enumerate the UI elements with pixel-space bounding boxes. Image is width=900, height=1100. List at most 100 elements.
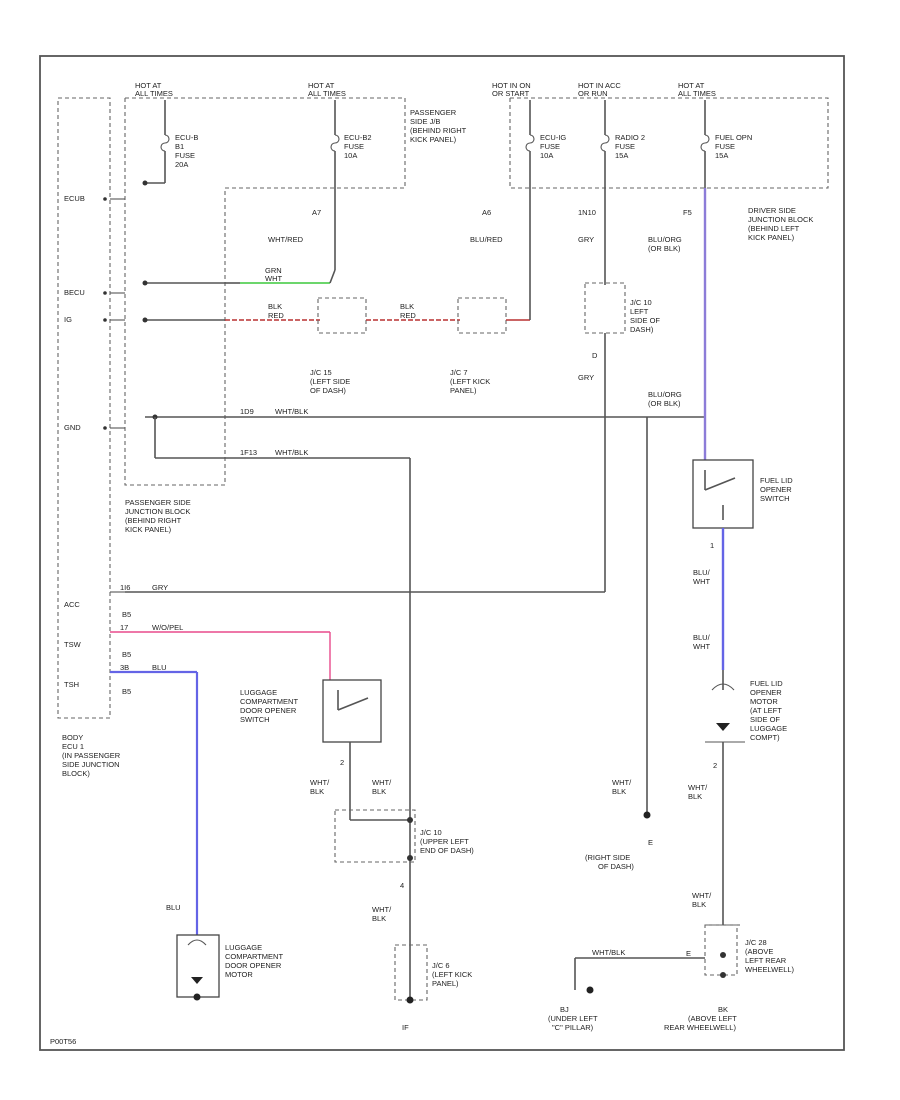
jc6 bbox=[394, 944, 428, 1004]
ecu-pin-acc: ACC bbox=[64, 600, 80, 609]
jc28-4: WHEELWELL) bbox=[745, 965, 795, 974]
wire-blu-red: BLU/RED bbox=[470, 235, 503, 244]
body-ecu-box bbox=[57, 97, 111, 719]
fuse5-a: FUEL OPN bbox=[715, 133, 752, 142]
wire-grn: GRN bbox=[265, 266, 282, 275]
wire-acc-color: GRY bbox=[152, 583, 168, 592]
wire-wht-red: WHT/RED bbox=[268, 235, 304, 244]
ground-bk-2: (ABOVE LEFT bbox=[688, 1014, 737, 1023]
wire-d: D bbox=[592, 351, 598, 360]
wire-whtblk-1b: BLK bbox=[310, 787, 324, 796]
pass-jb-top-2: SIDE J/B bbox=[410, 117, 440, 126]
ecu-n3: B5 bbox=[122, 687, 131, 696]
ground-bk-1: BK bbox=[718, 1005, 728, 1014]
jc15a-3: OF DASH) bbox=[310, 386, 346, 395]
wire-blu-wht-2b: WHT bbox=[693, 642, 710, 651]
wire-blu-wht-2a: BLU/ bbox=[693, 633, 711, 642]
ecu-pin-ig: IG bbox=[64, 315, 72, 324]
ground-bj-1: BJ bbox=[560, 1005, 569, 1014]
ecu-name-1: BODY bbox=[62, 733, 83, 742]
jc28-1: J/C 28 bbox=[745, 938, 767, 947]
fuse2-b: FUSE bbox=[344, 142, 364, 151]
diagram-frame bbox=[39, 55, 845, 1051]
jc10-1: J/C 10 bbox=[630, 298, 652, 307]
wire-blu-org-4: (OR BLK) bbox=[648, 399, 681, 408]
fuse5-b: FUSE bbox=[715, 142, 735, 151]
wire-blu-wht-1a: BLU/ bbox=[693, 568, 711, 577]
fuse2-c: 10A bbox=[344, 151, 357, 160]
wire-whtblk-h: WHT/BLK bbox=[592, 948, 625, 957]
wire-whtblk-5a: WHT/ bbox=[372, 905, 392, 914]
hot4-label-a: HOT IN ACC bbox=[578, 81, 621, 90]
hot4-label-b: OR RUN bbox=[578, 89, 608, 98]
ground-bk-3: REAR WHEELWELL) bbox=[664, 1023, 736, 1032]
luggage-motor-label-4: MOTOR bbox=[225, 970, 253, 979]
wire-whtblk-3a: WHT/ bbox=[612, 778, 632, 787]
fuse3-b: FUSE bbox=[540, 142, 560, 151]
fuel-motor-label-4: (AT LEFT bbox=[750, 706, 782, 715]
hot5-label-a: HOT AT bbox=[678, 81, 705, 90]
luggage-motor-label-1: LUGGAGE bbox=[225, 943, 262, 952]
wire-blk2: BLK bbox=[400, 302, 414, 311]
driver-jb-4: KICK PANEL) bbox=[748, 233, 795, 242]
hot5-label-b: ALL TIMES bbox=[678, 89, 716, 98]
jc10-2: LEFT bbox=[630, 307, 649, 316]
fuse3-c: 10A bbox=[540, 151, 553, 160]
wire-blu: BLU bbox=[166, 903, 181, 912]
wire-blu-wht-1b: WHT bbox=[693, 577, 710, 586]
gnd-circuit bbox=[145, 414, 705, 1000]
fuse1-b: B1 bbox=[175, 142, 184, 151]
hot1-label-b: ALL TIMES bbox=[135, 89, 173, 98]
ecu-name-4: SIDE JUNCTION bbox=[62, 760, 120, 769]
fuse4-a: RADIO 2 bbox=[615, 133, 645, 142]
ground-bj-2: (UNDER LEFT bbox=[548, 1014, 598, 1023]
ecu-pin-tsh: TSH bbox=[64, 680, 79, 689]
ground-if: IF bbox=[402, 1023, 409, 1032]
fuse-radio-2 bbox=[600, 100, 610, 188]
wire-a7: A7 bbox=[312, 208, 321, 217]
jc7-1: J/C 7 bbox=[450, 368, 468, 377]
wire-pin-4: 4 bbox=[400, 881, 404, 890]
fuel-switch-label-1: FUEL LID bbox=[760, 476, 793, 485]
wire-blu-org-1: BLU/ORG bbox=[648, 235, 682, 244]
ground-bj-3: "C" PILLAR) bbox=[552, 1023, 594, 1032]
jc15a-1: J/C 15 bbox=[310, 368, 332, 377]
luggage-switch-label-1: LUGGAGE bbox=[240, 688, 277, 697]
wire-gnd1-color: WHT/BLK bbox=[275, 407, 308, 416]
jc10b-3: END OF DASH) bbox=[420, 846, 474, 855]
fuse1-a: ECU-B bbox=[175, 133, 198, 142]
wire-gnd1: 1D9 bbox=[240, 407, 254, 416]
driver-jb-2: JUNCTION BLOCK bbox=[748, 215, 813, 224]
wire-pin-2b: 2 bbox=[713, 761, 717, 770]
tsh-circuit bbox=[110, 670, 220, 1001]
driver-jb-1: DRIVER SIDE bbox=[748, 206, 796, 215]
fuse4-c: 15A bbox=[615, 151, 628, 160]
ecu-name-2: ECU 1 bbox=[62, 742, 84, 751]
pass-jb-top-1: PASSENGER bbox=[410, 108, 457, 117]
ecu-name-3: (IN PASSENGER bbox=[62, 751, 121, 760]
ecu-n2: B5 bbox=[122, 650, 131, 659]
jc10-3: SIDE OF bbox=[630, 316, 660, 325]
fuse-ecu-ig bbox=[525, 100, 535, 188]
wire-red2: RED bbox=[400, 311, 416, 320]
wire-a6: A6 bbox=[482, 208, 491, 217]
wire-gry2: GRY bbox=[578, 373, 594, 382]
ground-right-2: (RIGHT SIDE bbox=[585, 853, 630, 862]
luggage-switch-label-3: DOOR OPENER bbox=[240, 706, 297, 715]
hot1-label-a: HOT AT bbox=[135, 81, 162, 90]
ground-right-3: OF DASH) bbox=[598, 862, 634, 871]
wire-whtblk-6b: BLK bbox=[692, 900, 706, 909]
fuse2-a: ECU-B2 bbox=[344, 133, 372, 142]
pass-jb-mid-1: PASSENGER SIDE bbox=[125, 498, 191, 507]
pass-jb-top-4: KICK PANEL) bbox=[410, 135, 457, 144]
jc28-2: (ABOVE bbox=[745, 947, 773, 956]
wire-red1: RED bbox=[268, 311, 284, 320]
passenger-jb-box bbox=[124, 97, 406, 486]
wire-pin-2a: 2 bbox=[340, 758, 344, 767]
jc15a-2: (LEFT SIDE bbox=[310, 377, 350, 386]
fuse1-c: FUSE bbox=[175, 151, 195, 160]
wire-blu-org-2: (OR BLK) bbox=[648, 244, 681, 253]
ecu-pin-ecub: ECUB bbox=[64, 194, 85, 203]
